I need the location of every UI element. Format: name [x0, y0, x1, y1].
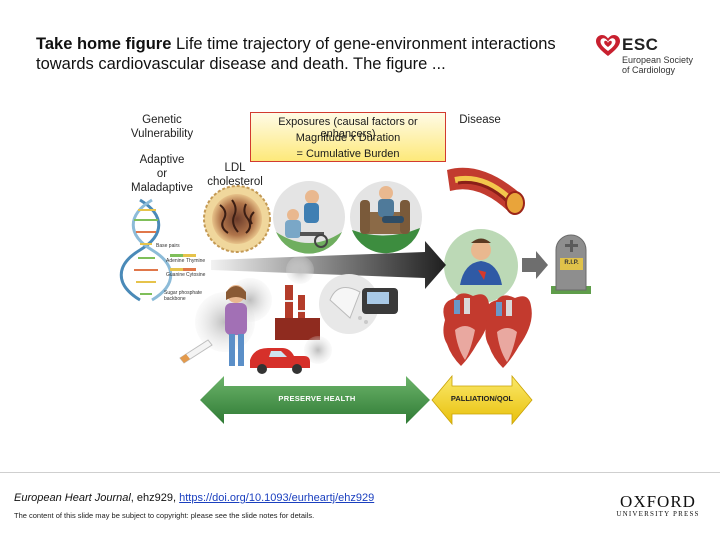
doi-link[interactable]: https://doi.org/10.1093/eurheartj/ehz929: [179, 492, 375, 504]
dna-guanine-label: Guanine: [166, 272, 185, 278]
adaptive-label-line3: Maladaptive: [130, 182, 193, 194]
slide-title-text: Life time trajectory of gene-environment…: [36, 35, 556, 73]
palliation-label: PALLIATION/QOL: [450, 394, 514, 403]
exposures-formula: Magnitude x Duration: [295, 132, 401, 144]
oxford-logo-name: OXFORD: [620, 492, 696, 511]
ldl-label-line1: LDL: [224, 162, 246, 174]
dna-cytosine-label: Cytosine: [186, 272, 206, 278]
esc-logo-subtitle: European Society of Cardiology: [622, 55, 694, 75]
heart-icon: [596, 35, 620, 56]
copyright-notice: The content of this slide may be subject…: [14, 511, 315, 520]
exposures-box: Exposures (causal factors or enhancers) …: [250, 112, 446, 162]
slide-title: Take home figure Life time trajectory of…: [36, 34, 566, 74]
oxford-logo-subtitle: UNIVERSITY PRESS: [616, 510, 700, 518]
chest-pain-person: [444, 229, 518, 303]
citation-ref: , ehz929,: [130, 492, 180, 504]
smoking-woman: [195, 278, 272, 366]
rip-label: R.I.P.: [564, 260, 579, 266]
slide-title-bold: Take home figure: [36, 35, 172, 53]
exposures-result: = Cumulative Burden: [296, 148, 400, 160]
ldl-particle: [203, 185, 271, 253]
genetic-vulnerability-label: Genetic Vulnerability: [122, 113, 202, 141]
ldl-label-line2: cholesterol: [207, 176, 263, 188]
gravestone: [551, 234, 591, 294]
genetic-label-line1: Genetic: [142, 114, 182, 126]
cigarette: [179, 339, 213, 364]
esc-logo-name: ESC: [622, 35, 659, 54]
death-arrow: [522, 251, 548, 279]
footer-divider: [0, 472, 720, 473]
disease-label: Disease: [459, 114, 501, 126]
adaptive-label-line1: Adaptive: [139, 154, 185, 166]
exposures-title: Exposures (causal factors or enhancers): [278, 116, 418, 140]
citation: European Heart Journal, ehz929, https://…: [14, 492, 374, 504]
preserve-health-arrow: [200, 376, 430, 424]
salt-and-blood-pressure: [319, 274, 398, 334]
dna-adenine-label: Adenine: [166, 258, 185, 264]
dna-backbone-label: Sugar phosphate backbone: [164, 290, 202, 302]
dna-base-pairs-label: Base pairs: [156, 243, 180, 249]
palliation-arrow: [431, 374, 533, 426]
dna-backbone-line1: Sugar phosphate: [164, 290, 203, 296]
adaptive-label: Adaptive or Maladaptive: [122, 153, 202, 195]
caregiver-scene: [273, 181, 345, 254]
genetic-label-line2: Vulnerability: [130, 128, 194, 140]
trajectory-arrow: [211, 241, 446, 289]
sedentary-person-scene: [350, 181, 422, 254]
adaptive-label-line2: or: [156, 168, 168, 180]
dna-thymine-label: Thymine: [186, 258, 206, 264]
take-home-figure: [119, 167, 591, 426]
preserve-health-label: PRESERVE HEALTH: [278, 394, 356, 403]
journal-name: European Heart Journal: [14, 492, 131, 504]
artery-plaque: [447, 167, 525, 215]
hypertrophic-hearts: [443, 293, 532, 368]
dna-helix: [119, 198, 196, 302]
factory-pollution: [275, 256, 320, 340]
car-exhaust: [250, 336, 332, 374]
ldl-label: LDL cholesterol: [200, 161, 270, 189]
dna-backbone-line2: backbone: [164, 296, 186, 302]
